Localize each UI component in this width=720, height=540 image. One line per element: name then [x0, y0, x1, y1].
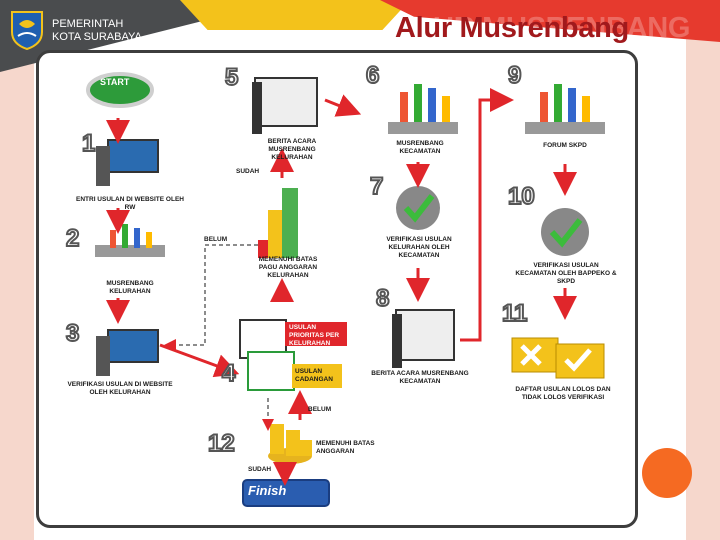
label-sudah-2: SUDAH — [248, 466, 272, 473]
label-verifikasi-kecamatan: VERIFIKASI USULAN KELURAHAN OLEH KECAMAT… — [386, 236, 452, 259]
label-usulan-cadangan: USULAN CADANGAN — [295, 368, 333, 383]
step-number-10: 10 — [507, 182, 536, 211]
page-title: Alur Musrenbang — [395, 12, 629, 44]
coins-icon-12 — [268, 424, 312, 464]
step-number-2: 2 — [65, 224, 80, 253]
server-doc-icon-5 — [252, 77, 318, 134]
label-verifikasi-bappeko: VERIFIKASI USULAN KECAMATAN OLEH BAPPEKO… — [515, 262, 617, 285]
step-number-1: 1 — [81, 129, 96, 158]
meeting-icon-9 — [525, 84, 605, 134]
step-number-12: 12 — [207, 429, 236, 458]
step-number-6: 6 — [365, 61, 380, 90]
arrow-3-4 — [159, 343, 240, 378]
step-number-7: 7 — [369, 172, 384, 201]
right-decor-bar — [686, 0, 720, 540]
label-sudah-1: SUDAH — [236, 168, 260, 175]
start-label: START — [100, 77, 130, 87]
label-belum-1: BELUM — [204, 236, 228, 243]
meeting-icon-6 — [388, 84, 458, 134]
meeting-icon-2 — [95, 224, 165, 257]
surabaya-emblem-icon — [11, 11, 43, 50]
bar-chart-icon — [258, 188, 298, 258]
org-line-2: KOTA SURABAYA — [52, 31, 142, 43]
label-berita-acara-kelurahan: BERITA ACARA MUSRENBANG KELURAHAN — [267, 138, 317, 161]
step-number-4: 4 — [221, 359, 236, 388]
label-daftar-usulan: DAFTAR USULAN LOLOS DAN TIDAK LOLOS VERI… — [515, 386, 611, 401]
left-decor-bar — [0, 0, 34, 540]
label-entri-usulan: ENTRI USULAN DI WEBSITE OLEH RW — [76, 196, 184, 211]
label-verifikasi-website: VERIFIKASI USULAN DI WEBSITE OLEH KELURA… — [67, 381, 173, 396]
header-yellow-band — [180, 0, 410, 30]
org-name: PEMERINTAH KOTA SURABAYA — [52, 18, 142, 44]
arrow-8-9 — [460, 88, 514, 342]
start-button-icon — [86, 72, 154, 108]
label-memenuhi-batas: MEMENUHI BATAS ANGGARAN — [316, 440, 375, 455]
label-musrenbang-kelurahan: MUSRENBANG KELURAHAN — [106, 280, 154, 295]
step-number-9: 9 — [507, 61, 522, 90]
step-number-8: 8 — [375, 284, 390, 313]
usulan-list-icon — [239, 319, 347, 391]
step-number-5: 5 — [224, 63, 239, 92]
checkmark-icon-10 — [541, 208, 589, 256]
orange-decor-circle — [642, 448, 692, 498]
arrow-5-6 — [324, 94, 362, 117]
label-berita-acara-kecamatan: BERITA ACARA MUSRENBANG KECAMATAN — [371, 370, 469, 385]
server-doc-icon-8 — [392, 309, 455, 368]
step-number-11: 11 — [501, 299, 528, 328]
org-line-1: PEMERINTAH — [52, 18, 124, 30]
label-musrenbang-kecamatan: MUSRENBANG KECAMATAN — [396, 140, 444, 155]
label-belum-2: BELUM — [308, 406, 332, 413]
dashed-belum-loop — [164, 244, 258, 351]
checkmark-icon-7 — [396, 186, 440, 230]
label-usulan-prioritas: USULAN PRIORITAS PER KELURAHAN — [289, 324, 340, 347]
folders-icon-11 — [511, 337, 605, 379]
step-number-3: 3 — [65, 319, 80, 348]
label-forum-skpd: FORUM SKPD — [543, 142, 587, 149]
computer-icon-3 — [96, 329, 159, 376]
label-memenuhi-pagu: MEMENUHI BATAS PAGU ANGGARAN KELURAHAN — [258, 256, 318, 279]
computer-icon-1 — [96, 139, 159, 186]
title-ghost: ALUR MUSRENBANG — [395, 12, 691, 44]
flow-frame — [36, 50, 638, 528]
finish-label: Finish — [248, 483, 287, 498]
